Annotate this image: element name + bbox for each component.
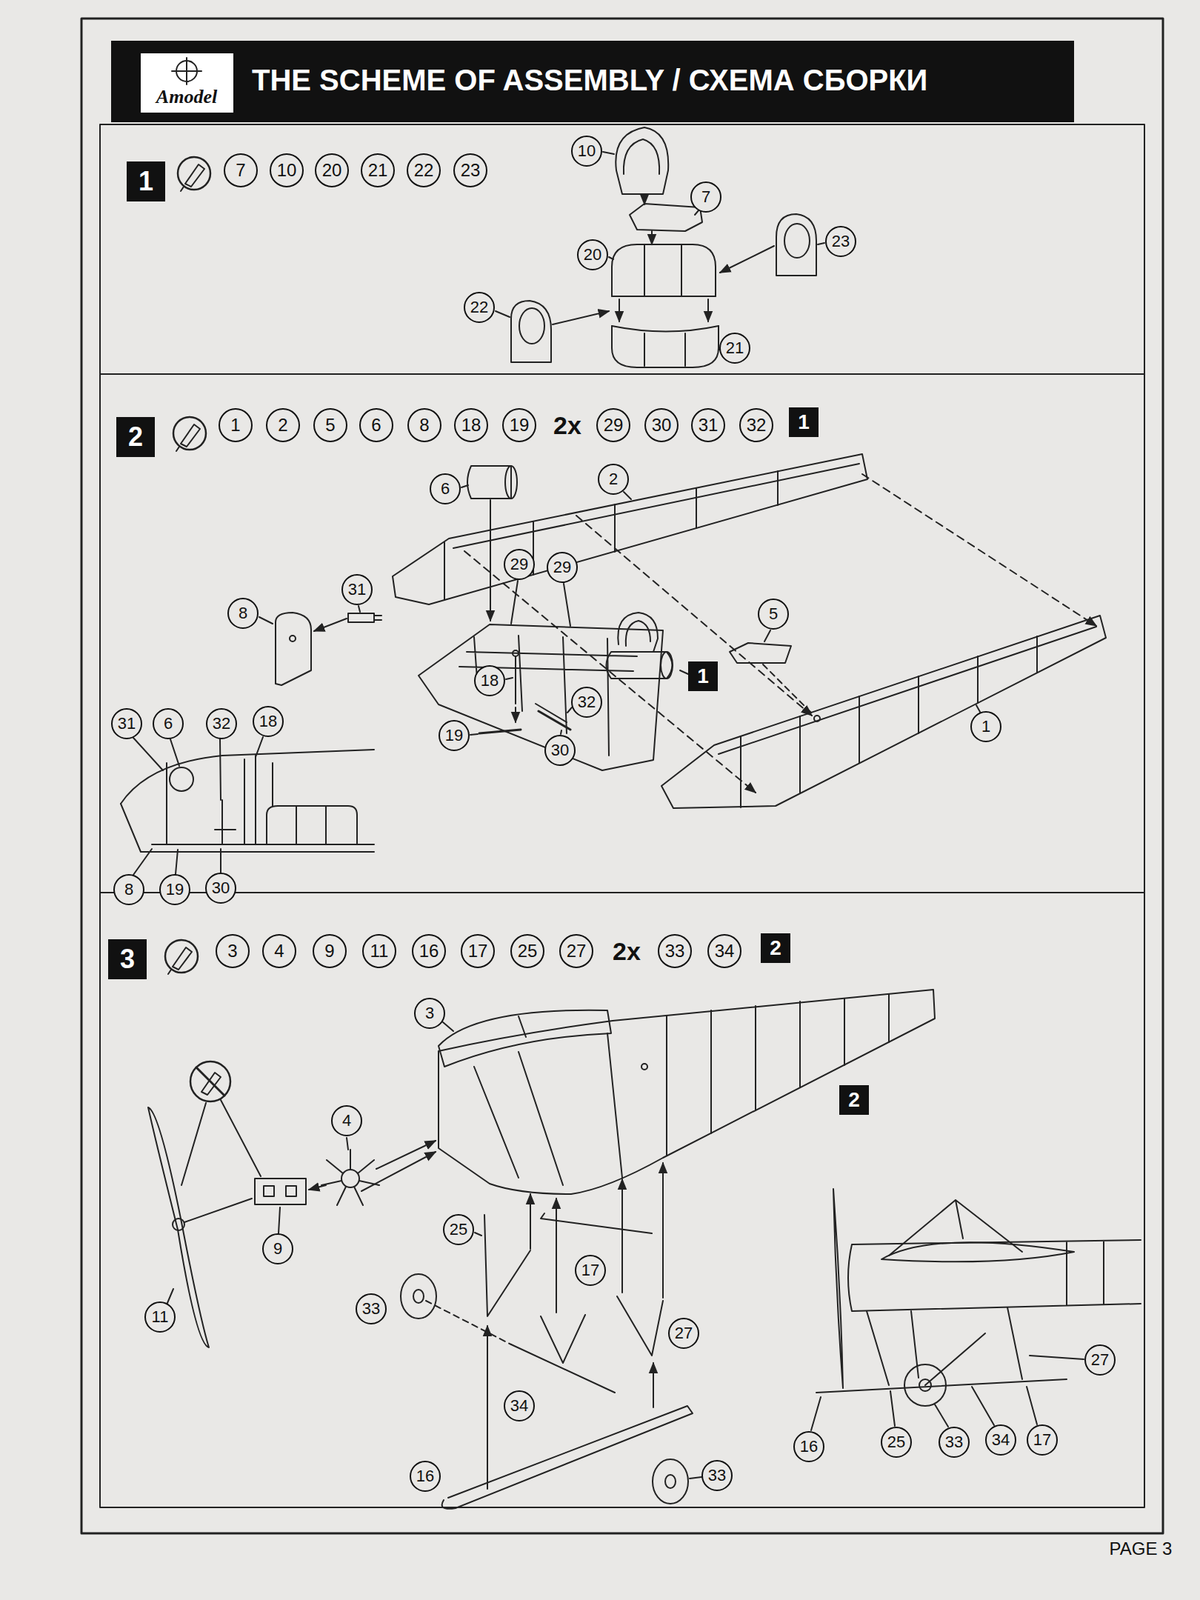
part-number: 11 bbox=[362, 934, 397, 969]
part-number: 9 bbox=[312, 934, 347, 969]
callout-number: 25 bbox=[442, 1214, 475, 1246]
callout-number: 10 bbox=[571, 135, 603, 167]
callout-number: 20 bbox=[577, 239, 609, 271]
callout-number: 4 bbox=[331, 1105, 363, 1137]
callout-number: 11 bbox=[144, 1301, 176, 1333]
part-number: 2 bbox=[265, 408, 300, 443]
part-number: 18 bbox=[454, 408, 489, 443]
part-number: 30 bbox=[644, 408, 679, 443]
callout-number: 23 bbox=[825, 225, 857, 258]
callout-number: 34 bbox=[503, 1390, 535, 1422]
part-number: 19 bbox=[502, 408, 537, 443]
callout-number: 19 bbox=[438, 720, 470, 752]
part-number: 25 bbox=[510, 934, 545, 969]
callout-number: 2 bbox=[597, 463, 629, 495]
callout-number: 30 bbox=[544, 734, 576, 766]
callout-number: 29 bbox=[546, 551, 578, 583]
part-number: 21 bbox=[360, 153, 395, 188]
callout-number: 33 bbox=[701, 1460, 733, 1492]
callout-number: 18 bbox=[474, 665, 506, 697]
part-number: 22 bbox=[406, 153, 441, 188]
callout-number: 29 bbox=[503, 548, 535, 580]
part-number: 31 bbox=[691, 408, 726, 443]
callout-number: 16 bbox=[409, 1460, 441, 1492]
subassembly-ref: 2 bbox=[760, 933, 791, 963]
part-number: 32 bbox=[739, 408, 774, 443]
callout-number: 33 bbox=[938, 1426, 970, 1458]
subassembly-ref: 2 bbox=[839, 1085, 869, 1115]
part-number: 33 bbox=[657, 934, 692, 969]
subassembly-ref: 1 bbox=[788, 407, 819, 438]
part-number: 6 bbox=[359, 408, 394, 443]
callout-number: 18 bbox=[252, 705, 284, 738]
part-number: 29 bbox=[596, 408, 631, 443]
callout-number: 33 bbox=[355, 1293, 387, 1325]
callout-number: 6 bbox=[429, 473, 461, 505]
callout-number: 25 bbox=[880, 1426, 912, 1458]
callout-number: 22 bbox=[463, 291, 495, 323]
brand-logo: Amodel bbox=[154, 87, 219, 107]
callout-number: 5 bbox=[757, 598, 789, 630]
callout-number: 21 bbox=[719, 332, 751, 364]
subassembly-ref: 1 bbox=[688, 661, 718, 692]
quantity-mark: 2x bbox=[612, 938, 641, 964]
callout-number: 27 bbox=[1084, 1344, 1116, 1376]
callout-number: 8 bbox=[227, 597, 259, 629]
part-number: 5 bbox=[313, 408, 348, 443]
callout-number: 9 bbox=[262, 1233, 294, 1265]
callout-number: 1 bbox=[970, 711, 1002, 743]
step-number: 1 bbox=[126, 161, 166, 202]
callout-number: 17 bbox=[574, 1254, 606, 1286]
callout-number: 31 bbox=[111, 708, 143, 740]
callout-number: 3 bbox=[414, 997, 446, 1029]
part-number: 7 bbox=[223, 153, 258, 188]
callout-number: 34 bbox=[985, 1424, 1017, 1456]
part-number: 20 bbox=[314, 153, 349, 188]
part-number: 17 bbox=[460, 934, 495, 969]
page-title: THE SCHEME OF ASSEMBLY / СХЕМА СБОРКИ bbox=[251, 63, 928, 97]
part-number: 10 bbox=[269, 153, 304, 188]
part-number: 1 bbox=[218, 408, 253, 443]
page-number: PAGE 3 bbox=[1109, 1540, 1173, 1558]
callout-number: 32 bbox=[571, 686, 603, 718]
callout-number: 30 bbox=[205, 872, 237, 904]
callout-number: 8 bbox=[113, 874, 145, 906]
part-number: 16 bbox=[411, 934, 446, 969]
part-number: 27 bbox=[559, 934, 594, 969]
callout-number: 6 bbox=[152, 708, 184, 740]
step-number: 3 bbox=[108, 939, 147, 980]
part-number: 23 bbox=[453, 153, 488, 188]
part-number: 34 bbox=[707, 934, 742, 969]
callout-number: 32 bbox=[205, 708, 238, 740]
callout-number: 7 bbox=[690, 181, 722, 213]
part-number: 3 bbox=[215, 934, 250, 969]
step-number: 2 bbox=[116, 417, 155, 458]
part-number: 4 bbox=[262, 934, 297, 969]
callout-number: 31 bbox=[341, 574, 373, 606]
quantity-mark: 2x bbox=[553, 412, 582, 438]
part-number: 8 bbox=[407, 408, 442, 443]
callout-number: 17 bbox=[1026, 1424, 1058, 1456]
callout-number: 16 bbox=[793, 1431, 825, 1463]
callout-number: 27 bbox=[668, 1317, 700, 1349]
callout-number: 19 bbox=[159, 874, 191, 906]
